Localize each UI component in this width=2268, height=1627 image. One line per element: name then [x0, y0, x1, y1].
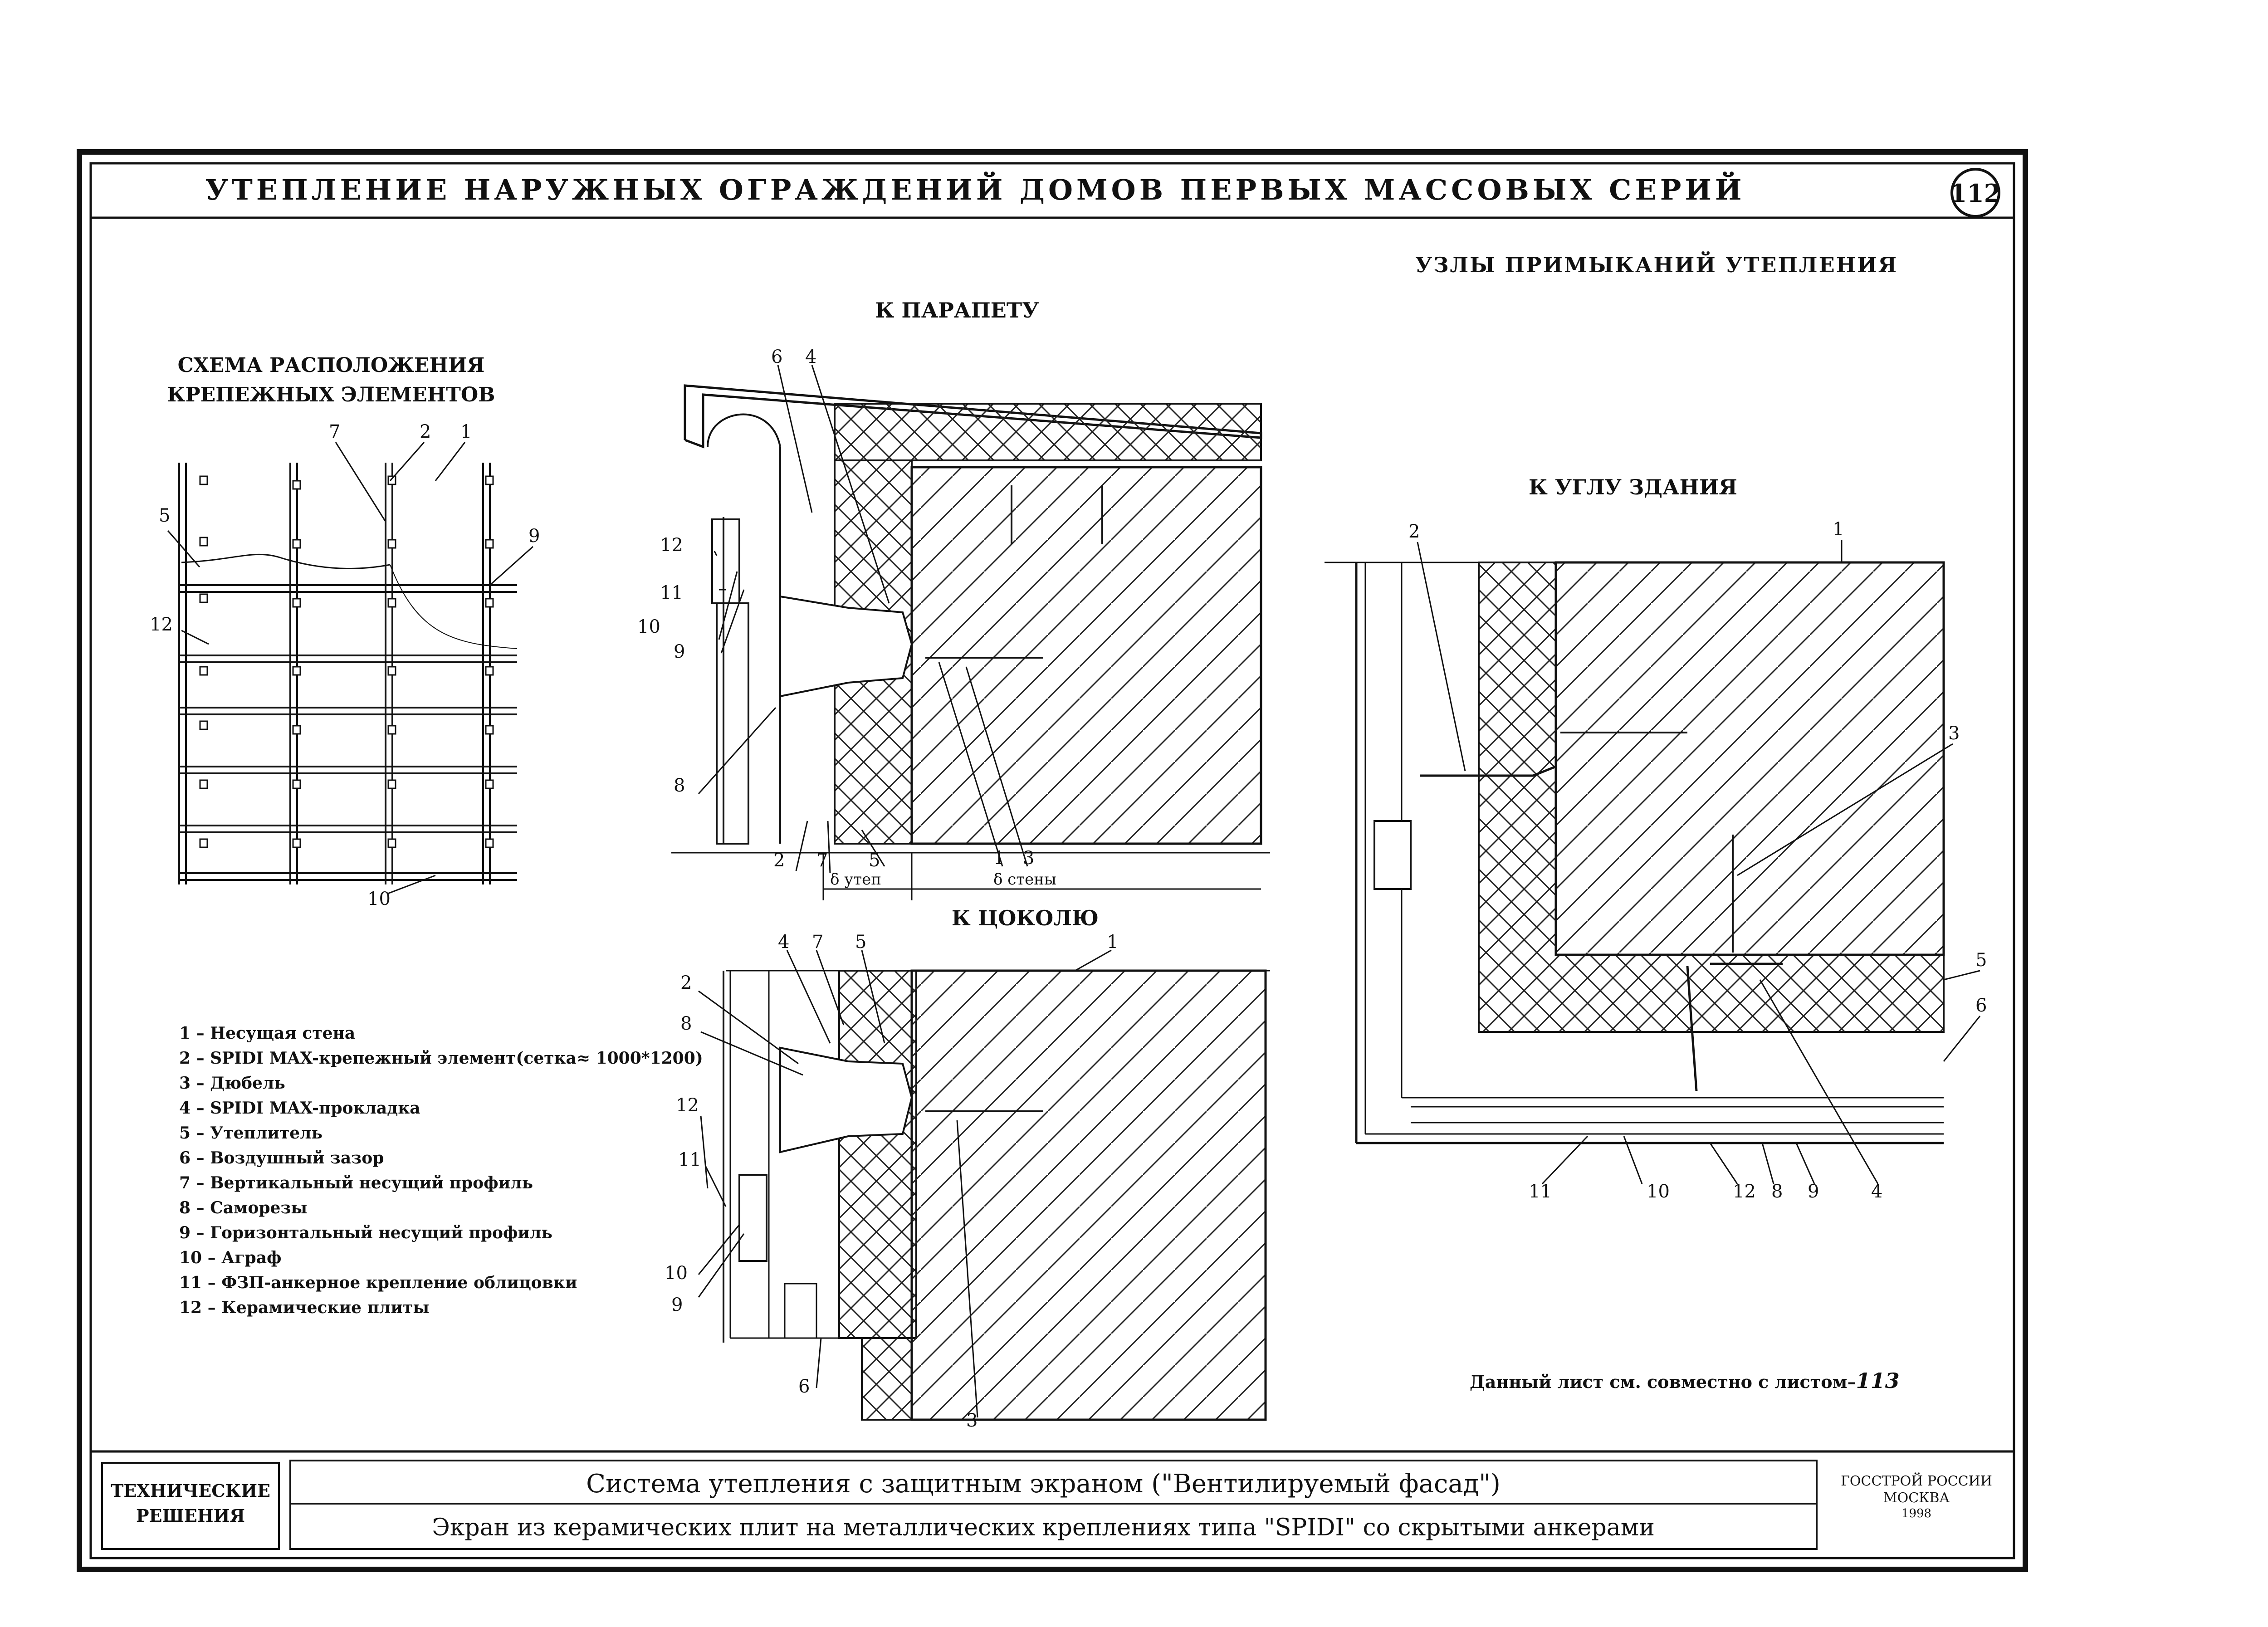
scheme-callout-10: 10 — [367, 889, 391, 909]
corner-callout-12: 12 — [1733, 1181, 1756, 1202]
legend-item: 9 – Горизонтальный несущий профиль — [179, 1223, 552, 1242]
corner-callout-5: 5 — [1975, 950, 1987, 971]
scheme-title-line2: КРЕПЕЖНЫХ ЭЛЕМЕНТОВ — [167, 383, 495, 406]
outer-frame — [77, 149, 2028, 1572]
parapet-callout-1: 1 — [993, 848, 1005, 869]
legend-item: 12 – Керамические плиты — [179, 1298, 429, 1317]
legend-item: 5 – Утеплитель — [179, 1124, 323, 1143]
fastener-scheme: СХЕМА РАСПОЛОЖЕНИЯ КРЕПЕЖНЫХ ЭЛЕМЕНТОВ — [150, 354, 540, 909]
scheme-callout-7: 7 — [329, 421, 340, 442]
dim-insulation: δ утеп — [830, 870, 881, 889]
system-name: Система утепления с защитным экраном ("В… — [586, 1469, 1501, 1499]
plinth-callout-11: 11 — [678, 1149, 701, 1170]
parapet-callout-6: 6 — [771, 347, 782, 367]
corner-callout-9: 9 — [1808, 1181, 1819, 1202]
legend-item: 7 – Вертикальный несущий профиль — [179, 1173, 533, 1192]
legend-item: 3 – Дюбель — [179, 1074, 285, 1093]
year: 1998 — [1901, 1507, 1931, 1520]
note-label: Данный лист см. совместно с листом– — [1470, 1372, 1856, 1392]
corner-title: К УГЛУ ЗДАНИЯ — [1529, 475, 1737, 499]
plinth-title: К ЦОКОЛЮ — [952, 906, 1099, 930]
parapet-callout-8: 8 — [674, 775, 685, 796]
system-description: Экран из керамических плит на металличес… — [432, 1514, 1655, 1541]
category-line1: ТЕХНИЧЕСКИЕ — [111, 1480, 270, 1501]
plinth-callout-2: 2 — [680, 972, 692, 993]
sheet-number-circle — [1950, 168, 2000, 218]
dim-wall: δ стены — [993, 870, 1056, 889]
parapet-callout-9: 9 — [674, 641, 685, 662]
corner-callout-8: 8 — [1771, 1181, 1783, 1202]
section-title: УЗЛЫ ПРИМЫКАНИЙ УТЕПЛЕНИЯ — [1415, 251, 1898, 277]
scheme-callout-5: 5 — [159, 505, 170, 526]
plinth-callout-3: 3 — [966, 1410, 978, 1431]
legend-item: 1 – Несущая стена — [179, 1024, 355, 1043]
detail-plinth: К ЦОКОЛЮ 4 7 5 1 2 8 12 11 10 9 — [665, 906, 1270, 1431]
corner-callout-2: 2 — [1408, 521, 1420, 542]
note-sheet-ref: 113 — [1856, 1368, 1900, 1393]
legend-item: 10 – Аграф — [179, 1248, 282, 1267]
plinth-callout-5: 5 — [855, 932, 866, 953]
plinth-callout-1: 1 — [1107, 932, 1118, 953]
legend-item: 8 – Саморезы — [179, 1198, 308, 1217]
scheme-callout-12: 12 — [150, 614, 173, 635]
category-line2: РЕШЕНИЯ — [136, 1505, 245, 1526]
plinth-callout-12: 12 — [676, 1095, 699, 1116]
corner-callout-4: 4 — [1871, 1181, 1882, 1202]
parapet-callout-3: 3 — [1023, 848, 1034, 869]
detail-parapet: К ПАРАПЕТУ δ утеп δ стены 6 4 — [637, 298, 1270, 900]
corner-callout-11: 11 — [1529, 1181, 1552, 1202]
scheme-callout-9: 9 — [528, 526, 540, 547]
corner-callout-3: 3 — [1948, 723, 1960, 744]
corner-callout-6: 6 — [1975, 995, 1987, 1016]
legend-item: 6 – Воздушный зазор — [179, 1148, 384, 1168]
detail-corner: К УГЛУ ЗДАНИЯ 2 1 3 5 6 11 10 — [1325, 475, 1987, 1202]
legend-item: 4 – SPIDI MAX-прокладка — [179, 1099, 420, 1118]
plinth-callout-9: 9 — [671, 1295, 683, 1315]
plinth-callout-4: 4 — [778, 932, 789, 953]
plinth-callout-10: 10 — [665, 1263, 688, 1284]
corner-callout-1: 1 — [1833, 519, 1844, 540]
corner-callout-10: 10 — [1647, 1181, 1670, 1202]
plinth-callout-8: 8 — [680, 1013, 692, 1034]
plinth-callout-7: 7 — [812, 932, 823, 953]
scheme-callout-2: 2 — [420, 421, 431, 442]
scheme-callout-1: 1 — [460, 421, 472, 442]
org-line2: МОСКВА — [1883, 1490, 1950, 1506]
title-block: ТЕХНИЧЕСКИЕ РЕШЕНИЯ Система утепления с … — [89, 1450, 2015, 1559]
parapet-callout-2: 2 — [773, 850, 785, 871]
legend: 1 – Несущая стена 2 – SPIDI MAX-крепежны… — [179, 1024, 703, 1317]
parapet-title: К ПАРАПЕТУ — [875, 298, 1039, 322]
legend-item: 11 – ФЗП-анкерное крепление облицовки — [179, 1273, 577, 1292]
sheet-title: УТЕПЛЕНИЕ НАРУЖНЫХ ОГРАЖДЕНИЙ ДОМОВ ПЕРВ… — [205, 171, 1745, 206]
sheet-number: 112 — [1950, 179, 2001, 208]
note-text: Данный лист см. совместно с листом–113 — [1470, 1368, 1900, 1393]
parapet-callout-7: 7 — [816, 850, 828, 871]
parapet-callout-5: 5 — [869, 850, 880, 871]
parapet-callout-10: 10 — [637, 616, 660, 637]
parapet-callout-12: 12 — [660, 535, 683, 556]
legend-item: 2 – SPIDI MAX-крепежный элемент(сетка≈ 1… — [179, 1049, 703, 1068]
scheme-title-line1: СХЕМА РАСПОЛОЖЕНИЯ — [178, 354, 485, 377]
parapet-callout-4: 4 — [805, 347, 816, 367]
parapet-callout-11: 11 — [660, 582, 683, 603]
header: УТЕПЛЕНИЕ НАРУЖНЫХ ОГРАЖДЕНИЙ ДОМОВ ПЕРВ… — [91, 168, 2014, 219]
plinth-callout-6: 6 — [798, 1376, 810, 1397]
org-line1: ГОССТРОЙ РОССИИ — [1841, 1472, 1992, 1489]
